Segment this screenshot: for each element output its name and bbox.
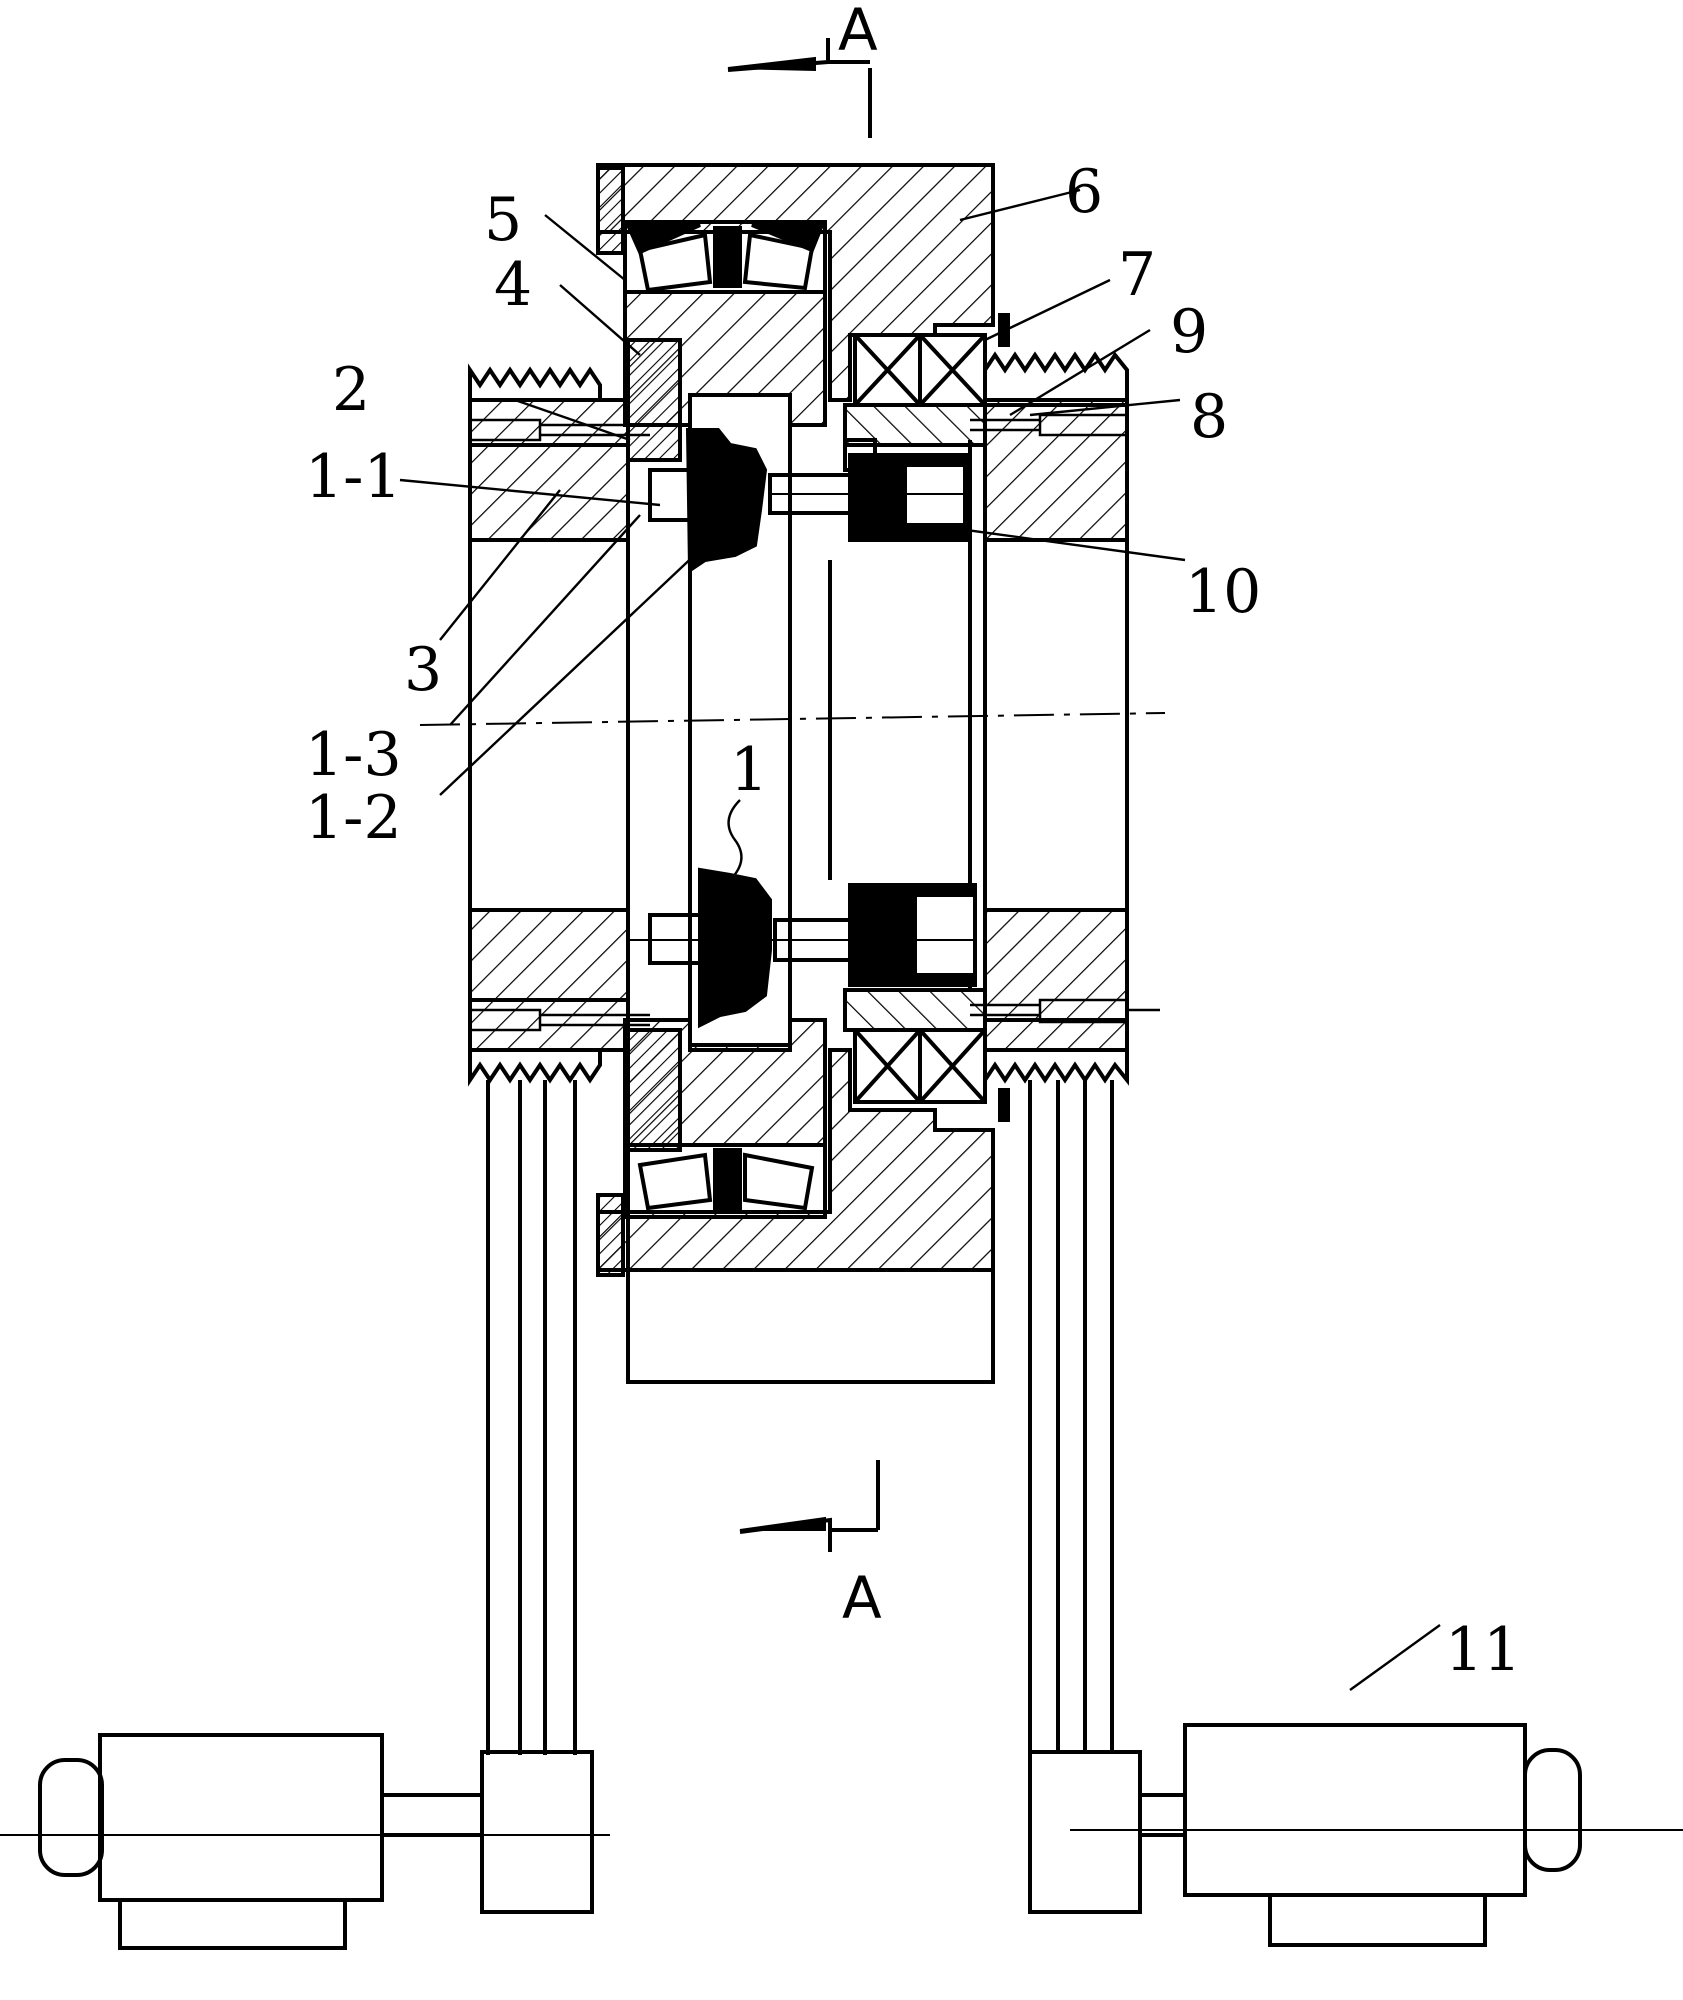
end-plate-bottom: [596, 1193, 625, 1277]
label-11: 11: [1445, 1615, 1521, 1685]
ball-bearing-part-7: [853, 333, 987, 1104]
label-4: 4: [494, 250, 532, 320]
left-pulley-part-3: [468, 363, 630, 1087]
label-5: 5: [484, 185, 522, 255]
seal-block-top: [626, 338, 682, 462]
belt-right: [1028, 1080, 1114, 1750]
center-line: [419, 712, 1166, 726]
section-label-bottom: A: [842, 1564, 882, 1632]
section-mark-top: [727, 38, 872, 138]
tapered-bearing-bottom: [623, 1143, 827, 1219]
pin-bottom: [998, 1088, 1010, 1122]
end-plate-top: [596, 166, 625, 255]
spacer-part-9-bottom: [843, 988, 987, 1032]
label-1-3: 1-3: [305, 720, 402, 790]
label-3: 3: [404, 635, 442, 705]
label-1: 1: [730, 735, 768, 805]
label-8: 8: [1190, 382, 1228, 452]
section-mark-bottom: [739, 1460, 880, 1552]
eccentric-assembly-bottom: [630, 867, 977, 1029]
eccentric-assembly-top: [648, 428, 972, 574]
tapered-bearing-top: [623, 220, 827, 294]
label-1-1: 1-1: [305, 442, 402, 512]
label-7: 7: [1118, 240, 1156, 310]
right-pulley-part-8: [983, 351, 1129, 1087]
label-6: 6: [1065, 157, 1103, 227]
label-10: 10: [1185, 557, 1261, 627]
leader-lines: [399, 188, 1441, 1691]
label-2: 2: [332, 355, 370, 425]
label-1-2: 1-2: [305, 783, 402, 853]
seal-block-bottom: [626, 1028, 682, 1152]
motor-left: [0, 1733, 610, 1950]
section-label-top: A: [838, 0, 878, 64]
bolts: [468, 413, 1160, 1032]
label-9: 9: [1170, 297, 1208, 367]
motor-right: [1028, 1723, 1683, 1947]
belt-left: [486, 1080, 577, 1755]
